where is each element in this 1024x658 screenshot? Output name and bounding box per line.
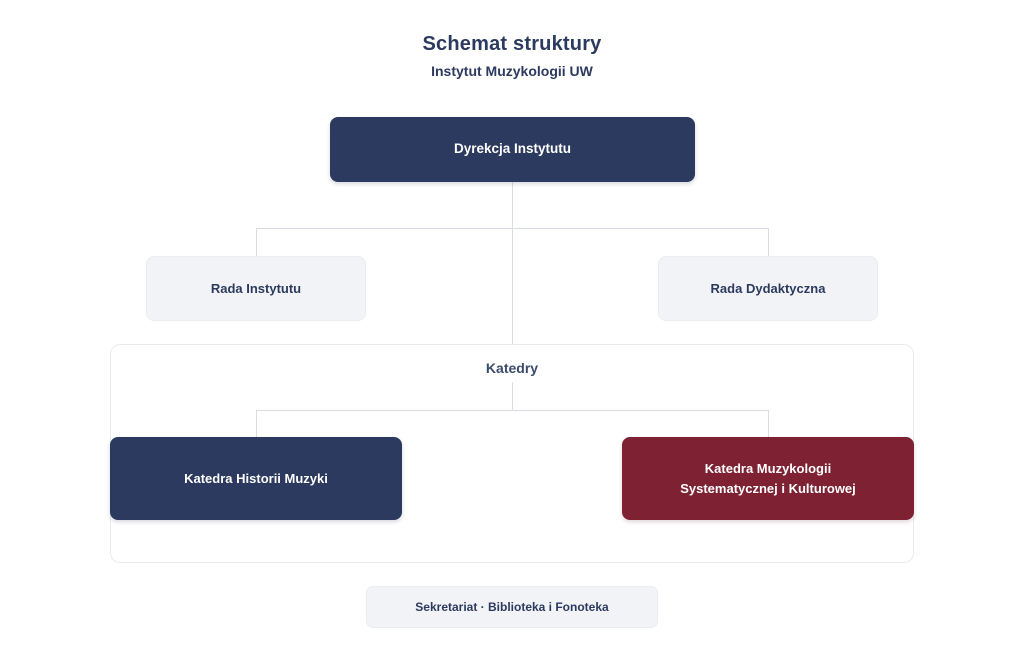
group-katedry-label: Katedry xyxy=(485,360,539,376)
node-rada-instytutu-label: Rada Instytutu xyxy=(210,280,302,296)
connector-rada-instytutu-drop xyxy=(256,228,257,256)
node-katedra-historii-muzyki: Katedra Historii Muzyki xyxy=(110,437,402,520)
node-dyrekcja-label: Dyrekcja Instytutu xyxy=(453,141,572,157)
node-katedra-historii-label: Katedra Historii Muzyki xyxy=(184,470,328,486)
node-rada-instytutu: Rada Instytutu xyxy=(146,256,366,321)
node-rada-dydaktyczna-label: Rada Dydaktyczna xyxy=(710,280,826,296)
connector-katedra-muzykologii-drop xyxy=(768,410,769,437)
page-subtitle: Instytut Muzykologii UW xyxy=(431,63,593,79)
node-rada-dydaktyczna: Rada Dydaktyczna xyxy=(658,256,878,321)
page-title: Schemat struktury xyxy=(422,33,602,55)
connector-katedra-historii-drop xyxy=(256,410,257,437)
node-katedra-muzykologii: Katedra Muzykologii Systematycznej i Kul… xyxy=(622,437,914,520)
node-sekretariat: Sekretariat · Biblioteka i Fonoteka xyxy=(366,586,658,628)
connector-katedry-horizontal xyxy=(256,410,768,411)
node-sekretariat-label: Sekretariat · Biblioteka i Fonoteka xyxy=(415,600,609,614)
node-katedra-muzykologii-label: Katedra Muzykologii Systematycznej i Kul… xyxy=(680,461,856,496)
connector-katedry-down xyxy=(512,382,513,410)
connector-rada-horizontal xyxy=(256,228,768,229)
connector-dyrekcja-down xyxy=(512,182,513,344)
node-dyrekcja-instytutu: Dyrekcja Instytutu xyxy=(330,117,695,182)
connector-rada-dydaktyczna-drop xyxy=(768,228,769,256)
